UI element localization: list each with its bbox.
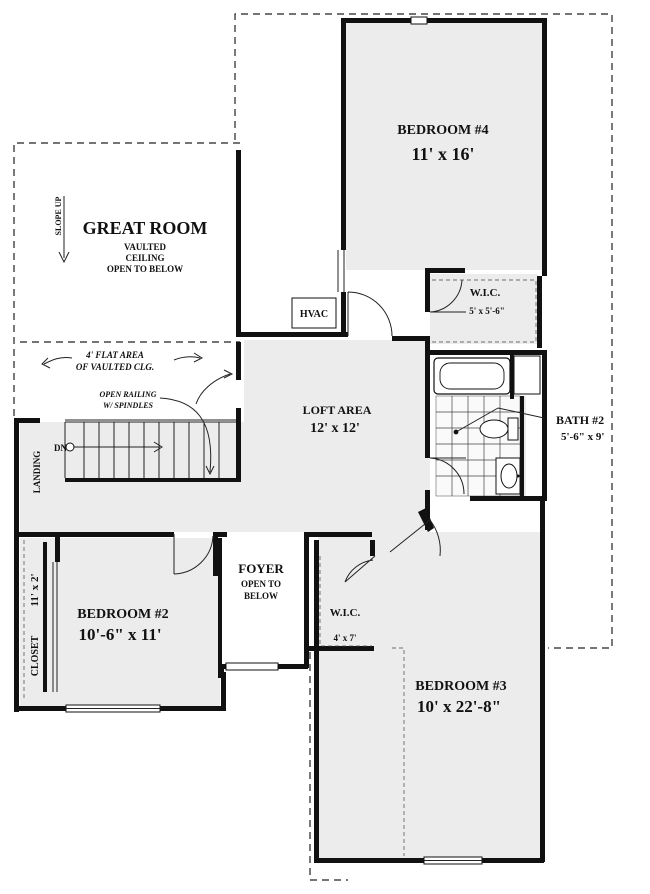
bedroom3-size: 10' x 22'-8" bbox=[417, 697, 501, 716]
great-room-line2: CEILING bbox=[125, 253, 164, 263]
windows bbox=[65, 16, 483, 865]
foyer-name: FOYER bbox=[238, 561, 284, 576]
sink-icon bbox=[495, 457, 521, 495]
railing-line2: W/ SPINDLES bbox=[103, 401, 154, 410]
bedroom3-name: BEDROOM #3 bbox=[415, 679, 506, 694]
bedroom4-size: 11' x 16' bbox=[411, 144, 474, 164]
flat-area-line2: OF VAULTED CLG. bbox=[76, 362, 154, 372]
great-room-name: GREAT ROOM bbox=[83, 218, 208, 238]
annotation-arrows bbox=[41, 196, 545, 476]
toilet-icon bbox=[479, 417, 519, 441]
railing-line1: OPEN RAILING bbox=[99, 390, 156, 399]
bedroom2-size: 10'-6" x 11' bbox=[78, 625, 161, 644]
hvac-unit bbox=[291, 297, 337, 329]
foyer-line2: BELOW bbox=[244, 591, 278, 601]
loft-name: LOFT AREA bbox=[303, 403, 372, 417]
closet-shelves bbox=[23, 279, 537, 856]
loft-size: 12' x 12' bbox=[310, 421, 360, 436]
hvac-label: HVAC bbox=[300, 309, 328, 320]
labels: BEDROOM #4 11' x 16' GREAT ROOM VAULTED … bbox=[29, 123, 604, 716]
walls bbox=[14, 18, 547, 863]
stair-arrow-icon bbox=[65, 441, 163, 453]
linen-closet bbox=[513, 355, 541, 395]
great-room-line1: VAULTED bbox=[124, 242, 167, 252]
foyer-line1: OPEN TO bbox=[241, 579, 281, 589]
dn-label: DN bbox=[54, 443, 67, 453]
wic-lower-size: 4' x 7' bbox=[333, 633, 356, 643]
dashed-outline bbox=[13, 13, 613, 881]
bedroom4-name: BEDROOM #4 bbox=[397, 123, 488, 138]
bathtub-icon bbox=[433, 357, 511, 395]
closet-name: CLOSET bbox=[30, 635, 41, 676]
bath2-name: BATH #2 bbox=[556, 413, 604, 427]
closet-size: 11' x 2' bbox=[29, 573, 41, 606]
wic-upper-name: W.I.C. bbox=[470, 287, 501, 299]
slope-up-label: SLOPE UP bbox=[54, 196, 63, 235]
wic-lower-name: W.I.C. bbox=[330, 607, 361, 619]
wic-upper-size: 5' x 5'-6" bbox=[469, 306, 505, 316]
landing-label: LANDING bbox=[32, 451, 42, 494]
flat-area-line1: 4' FLAT AREA bbox=[85, 350, 144, 360]
bedroom2-name: BEDROOM #2 bbox=[77, 607, 168, 622]
great-room-line3: OPEN TO BELOW bbox=[107, 264, 183, 274]
bath2-size: 5'-6" x 9' bbox=[561, 431, 604, 443]
stairs bbox=[64, 419, 236, 478]
door-swing-icon bbox=[52, 250, 466, 692]
